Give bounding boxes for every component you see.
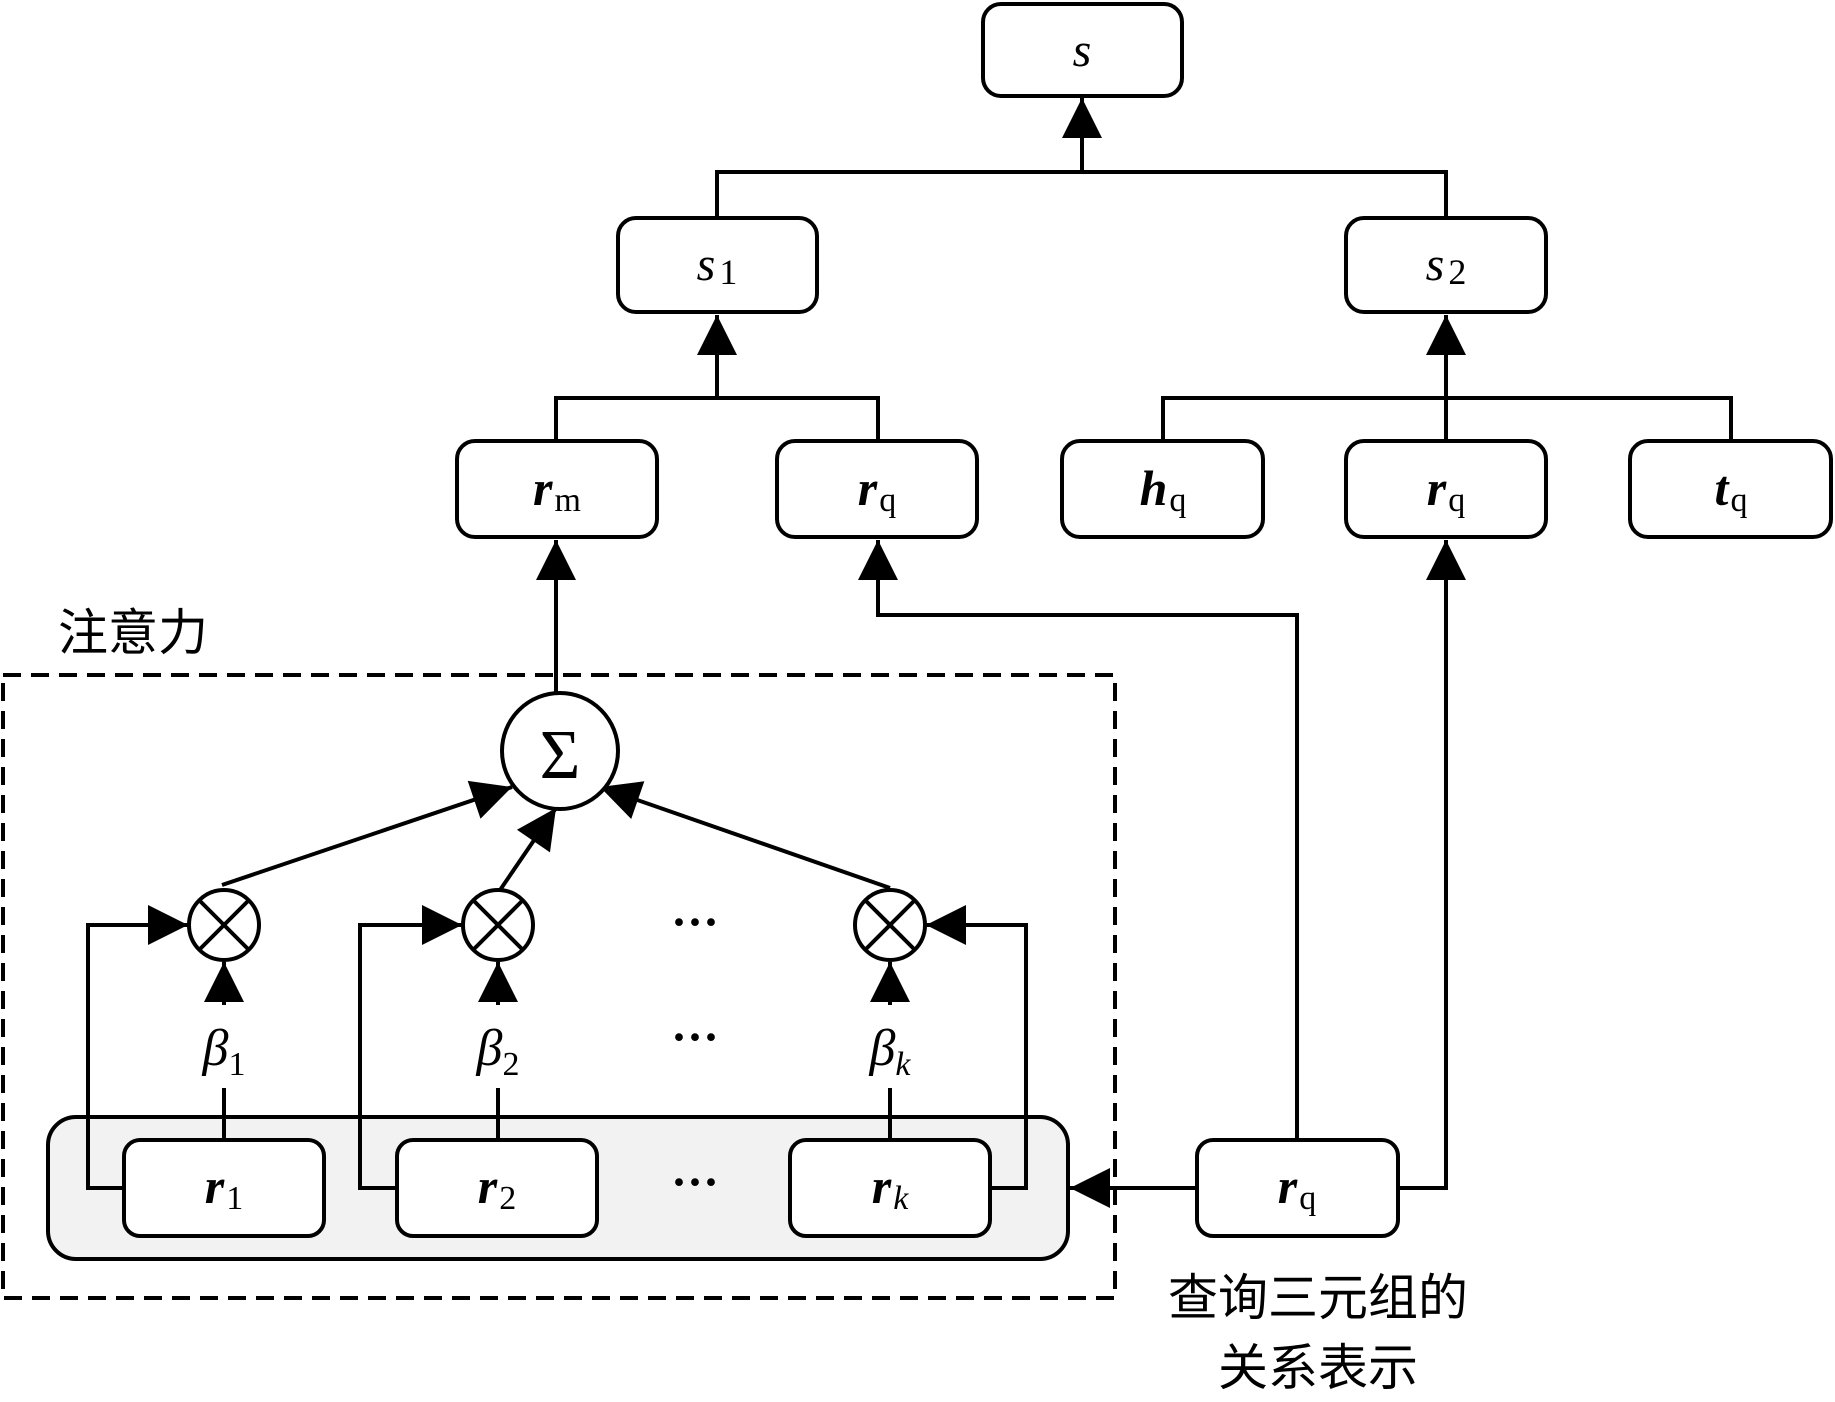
arrow-query-to-rq-left (858, 540, 1299, 1140)
ellipsis-multiply: ··· (671, 896, 719, 949)
query-label-line2: 关系表示 (1218, 1339, 1418, 1397)
node-s-label: s (1073, 24, 1092, 77)
node-r-q-query-sub: q (1299, 1180, 1316, 1217)
svg-text:rq: rq (858, 460, 896, 519)
node-r-k-main: r (872, 1158, 892, 1214)
svg-text:rk: rk (872, 1158, 909, 1217)
node-s: s (981, 2, 1184, 98)
ellipsis-beta: ··· (671, 1011, 719, 1064)
beta-2-sub: 2 (502, 1046, 519, 1083)
node-r-q-mid-main: r (1427, 460, 1447, 516)
node-r-m: rm (455, 439, 659, 539)
svg-text:hq: hq (1140, 460, 1187, 519)
node-r-1-main: r (205, 1158, 225, 1214)
node-r-1: r1 (122, 1138, 326, 1238)
svg-text:s1: s1 (697, 238, 738, 292)
node-h-q: hq (1060, 439, 1265, 539)
arrow-query-to-rq-mid (1398, 540, 1466, 1190)
node-r-k: rk (788, 1138, 992, 1238)
node-r-m-main: r (533, 460, 553, 516)
node-t-q-sub: q (1730, 482, 1747, 519)
sum-symbol: Σ (540, 717, 581, 794)
beta-2-label: β2 (476, 1020, 520, 1083)
multiply-node-k (853, 888, 927, 962)
svg-text:rm: rm (533, 460, 581, 519)
query-label-line1: 查询三元组的 (1168, 1269, 1468, 1327)
node-r-q-left: rq (775, 439, 979, 539)
node-s2-main: s (1426, 238, 1445, 291)
node-r-2: r2 (395, 1138, 599, 1238)
ellipsis-relations: ··· (671, 1156, 719, 1209)
svg-text:r1: r1 (205, 1158, 243, 1217)
svg-text:rq: rq (1278, 1158, 1316, 1217)
node-h-q-main: h (1140, 460, 1168, 516)
arrow-mulk-to-sum (599, 781, 891, 890)
node-r-q-mid-sub: q (1448, 482, 1465, 519)
beta-2-main: β (476, 1020, 503, 1077)
node-r-q-query: rq (1195, 1138, 1400, 1238)
node-s2-sub: 2 (1448, 252, 1466, 292)
node-r-q-left-main: r (858, 460, 878, 516)
sum-node: Σ (500, 691, 620, 811)
connector-s1-s (715, 170, 1448, 218)
attention-label: 注意力 (58, 604, 208, 662)
svg-text:tq: tq (1715, 460, 1748, 519)
beta-1-label: β1 (202, 1020, 246, 1083)
multiply-node-2 (461, 888, 535, 962)
node-r-m-sub: m (555, 482, 581, 519)
beta-k-label: βk (869, 1020, 912, 1083)
arrow-r1-to-mul1 (86, 905, 188, 1190)
arrow-rk-to-mulk (926, 905, 1028, 1190)
node-t-q: tq (1628, 439, 1833, 539)
node-s1-main: s (697, 238, 716, 291)
beta-1-main: β (202, 1020, 229, 1077)
svg-text:s2: s2 (1426, 238, 1467, 292)
node-r-q-query-main: r (1278, 1158, 1298, 1214)
beta-1-sub: 1 (228, 1046, 245, 1083)
node-h-q-sub: q (1169, 482, 1186, 519)
beta-k-main: β (869, 1020, 896, 1077)
svg-text:rq: rq (1427, 460, 1465, 519)
arrow-mul1-to-sum (221, 780, 513, 887)
node-r-q-mid: rq (1344, 439, 1548, 539)
node-r-2-main: r (478, 1158, 498, 1214)
svg-text:r2: r2 (478, 1158, 516, 1217)
arrow-mul2-to-sum (496, 806, 558, 895)
connector-rm-rq (554, 396, 880, 441)
node-r-2-sub: 2 (499, 1180, 516, 1217)
node-t-q-main: t (1715, 460, 1731, 516)
beta-k-sub: k (895, 1046, 911, 1083)
node-s1-sub: 1 (719, 252, 737, 292)
arrow-r2-to-mul2 (358, 905, 462, 1190)
node-r-1-sub: 1 (226, 1180, 243, 1217)
node-r-k-sub: k (893, 1180, 909, 1217)
node-r-q-left-sub: q (879, 482, 896, 519)
multiply-node-1 (187, 888, 261, 962)
